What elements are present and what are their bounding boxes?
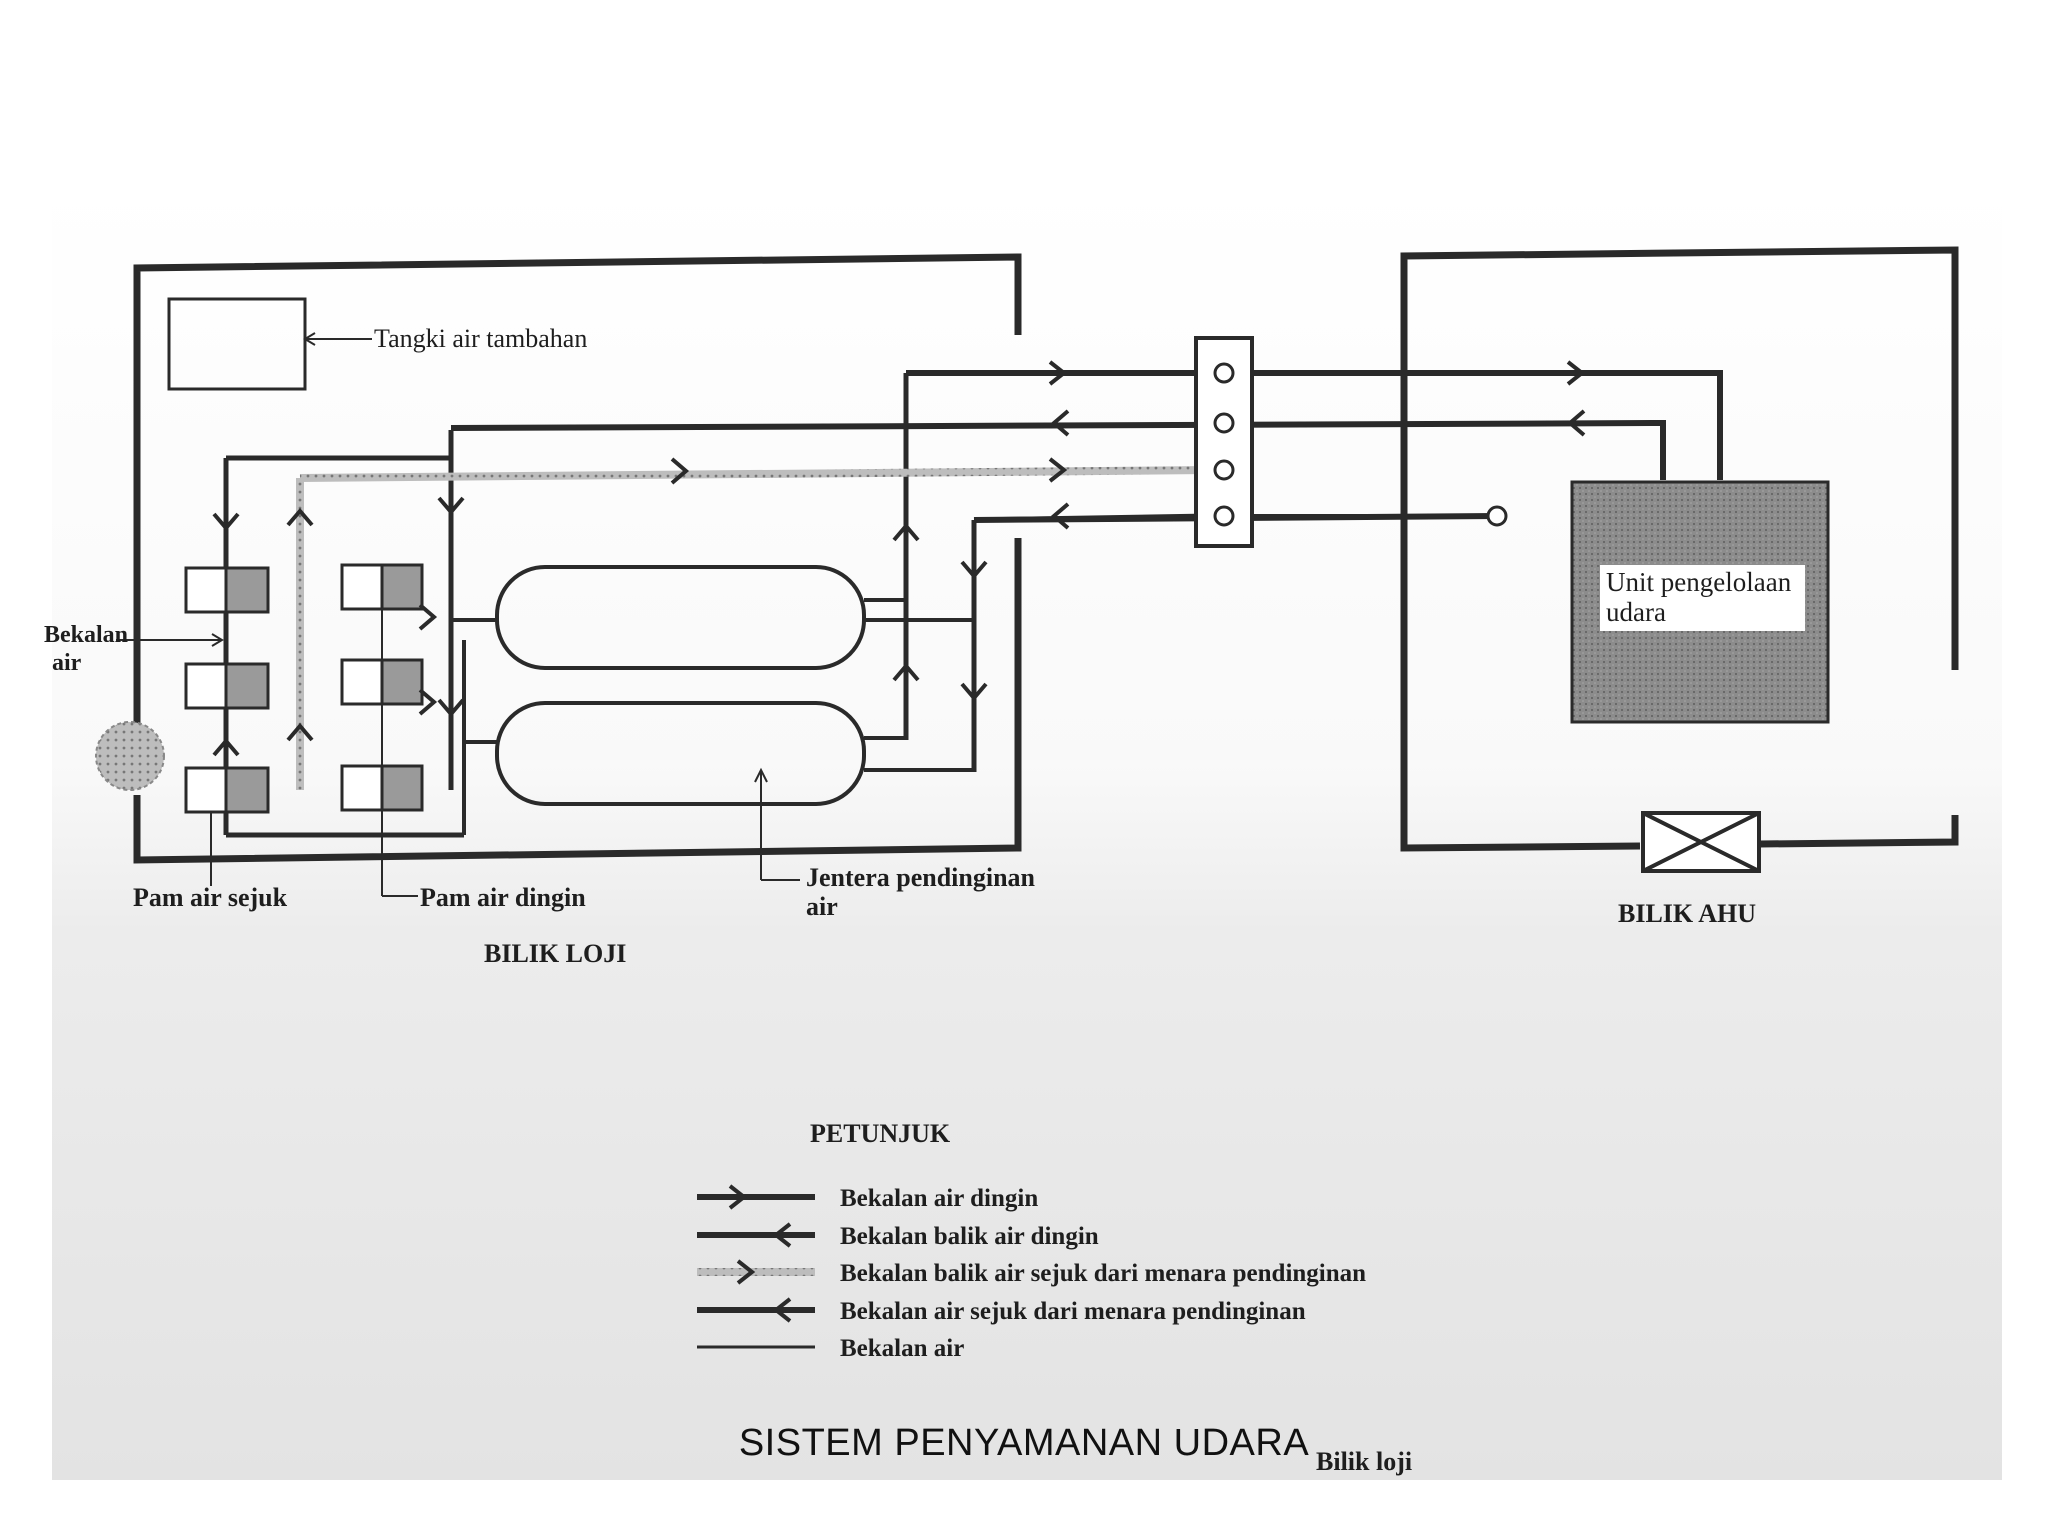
legend-item-chilled-return: Bekalan balik air dingin xyxy=(697,1222,1099,1250)
label-ahu-room: BILIK AHU xyxy=(1618,899,1756,928)
arrow-supply-2 xyxy=(1566,360,1586,386)
arrow-right-down-2 xyxy=(960,682,988,702)
flow-arrows xyxy=(212,360,1586,757)
legend-item-chilled-supply: Bekalan air dingin xyxy=(697,1184,1038,1212)
pipe-end-cap xyxy=(1486,505,1508,527)
chiller-upper xyxy=(495,565,866,670)
chilled-pump-3 xyxy=(340,764,424,812)
water-inlet-blob xyxy=(95,721,165,791)
ahu-room-wall-right xyxy=(1759,815,1959,848)
arrow-left-down-1 xyxy=(212,512,240,532)
ahu-damper xyxy=(1641,811,1761,873)
arrow-hatched-1 xyxy=(670,457,690,485)
chilled-pumps xyxy=(340,563,424,812)
arrow-mid-right-2 xyxy=(418,688,438,716)
legend-item-water-supply: Bekalan air xyxy=(697,1335,964,1362)
chiller-lower xyxy=(495,701,866,806)
pipe-chilled-return xyxy=(450,419,1666,480)
label-water-supply-l1: Bekalan xyxy=(44,622,128,648)
arrow-mid-right-1 xyxy=(418,603,438,631)
legend-label-4: Bekalan air sejuk dari menara pendingina… xyxy=(840,1298,1306,1325)
arrow-right-up-1 xyxy=(892,522,920,542)
arrow-hatched-2 xyxy=(1048,457,1068,483)
condenser-pump-2 xyxy=(184,662,270,710)
condenser-pump-1 xyxy=(184,566,270,614)
junction-block xyxy=(1194,336,1254,548)
label-tank: Tangki air tambahan xyxy=(374,324,587,353)
water-supply-arrow xyxy=(211,633,224,647)
footer-title: SISTEM PENYAMANAN UDARA xyxy=(738,1422,1310,1464)
ahu-room xyxy=(1400,246,1959,852)
arrow-left-up-2 xyxy=(286,722,314,742)
arrow-right-up-2 xyxy=(892,662,920,682)
arrow-return-2 xyxy=(1566,409,1586,437)
condenser-pumps xyxy=(184,566,270,814)
legend-label-2: Bekalan balik air dingin xyxy=(840,1223,1099,1250)
tank-leader-arrow xyxy=(303,332,316,346)
legend-label-3: Bekalan balik air sejuk dari menara pend… xyxy=(840,1260,1366,1287)
label-ahu-unit-l2: udara xyxy=(1606,597,1666,627)
label-chiller-l1: Jentera pendinginan xyxy=(806,863,1036,892)
label-plant-room: BILIK LOJI xyxy=(484,939,626,968)
pipe-hatched-top xyxy=(299,466,1211,482)
pipe-chilled-supply xyxy=(906,370,1723,480)
legend-item-cw-return: Bekalan balik air sejuk dari menara pend… xyxy=(697,1259,1366,1287)
chiller-leader-arrow xyxy=(754,767,768,783)
legend-label-5: Bekalan air xyxy=(840,1335,964,1362)
legend-title: PETUNJUK xyxy=(810,1119,951,1148)
legend-label-1: Bekalan air dingin xyxy=(840,1185,1038,1212)
plant-room-wall-bottom xyxy=(133,538,1022,864)
label-water-supply-l2: air xyxy=(52,650,82,676)
arrow-right-down-1 xyxy=(960,560,988,580)
plant-room xyxy=(116,253,1211,897)
arrow-supply-1 xyxy=(1048,360,1068,386)
ahu-label-box xyxy=(1600,565,1805,631)
condenser-pump-3 xyxy=(184,766,270,814)
plant-room-wall xyxy=(133,253,1022,725)
label-chilled-pump: Pam air dingin xyxy=(420,883,586,912)
makeup-tank xyxy=(167,297,307,391)
arrow-cw-1 xyxy=(1050,502,1070,530)
arrow-left-cp-up xyxy=(212,737,240,757)
legend: PETUNJUK Bekalan air dingin Bekalan bali… xyxy=(697,1119,1366,1362)
label-condenser-pump: Pam air sejuk xyxy=(133,883,288,912)
chilled-pump-1 xyxy=(340,563,424,611)
label-ahu-unit-l1: Unit pengelolaan xyxy=(1606,567,1792,597)
chilled-pump-2 xyxy=(340,658,424,706)
arrow-left-up-1 xyxy=(286,507,314,527)
arrow-return-1 xyxy=(1050,409,1070,437)
caption-plant-room: Bilik loji xyxy=(1316,1447,1412,1476)
label-chiller-l2: air xyxy=(806,892,838,921)
ahu-room-wall xyxy=(1400,246,1959,852)
arrow-mid-down-2 xyxy=(437,698,465,718)
arrow-mid-down-1 xyxy=(437,496,465,516)
legend-item-cw-supply: Bekalan air sejuk dari menara pendingina… xyxy=(697,1297,1306,1325)
